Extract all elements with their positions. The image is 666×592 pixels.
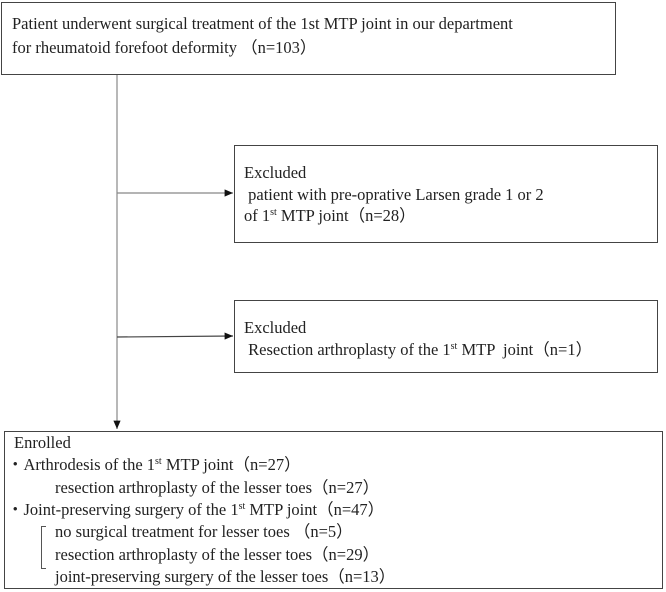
subgroup-item: joint-preserving surgery of the lesser t… [55, 567, 396, 586]
excluded-1-line2: of 1st MTP joint（n=28） [244, 206, 416, 225]
excluded-1-title: Excluded [244, 163, 307, 182]
excluded-box-2: Excluded Resection arthroplasty of the 1… [234, 300, 658, 373]
group-arthrodesis: ・Arthrodesis of the 1st MTP joint（n=27） [7, 455, 301, 474]
subgroup-item: no surgical treatment for lesser toes （n… [55, 522, 353, 541]
excluded-1-line1: patient with pre-oprative Larsen grade 1… [244, 185, 544, 204]
excluded-2-line1: Resection arthroplasty of the 1st MTP jo… [244, 340, 593, 359]
top-box-line1: Patient underwent surgical treatment of … [12, 14, 513, 33]
group-arthrodesis-sub: resection arthroplasty of the lesser toe… [55, 478, 380, 497]
group-joint-preserving: ・Joint-preserving surgery of the 1st MTP… [7, 500, 385, 519]
subgroup-item: resection arthroplasty of the lesser toe… [55, 545, 380, 564]
arrow-to-excluded-2 [116, 332, 234, 340]
excluded-2-title: Excluded [244, 318, 307, 337]
top-box-line2: for rheumatoid forefoot deformity （n=103… [12, 38, 317, 57]
subgroup-bracket [41, 526, 46, 569]
enrolled-title: Enrolled [14, 433, 71, 452]
top-box: Patient underwent surgical treatment of … [1, 2, 616, 75]
excluded-box-1: Excluded patient with pre-oprative Larse… [234, 145, 658, 243]
enrolled-box: Enrolled ・Arthrodesis of the 1st MTP joi… [4, 431, 663, 589]
